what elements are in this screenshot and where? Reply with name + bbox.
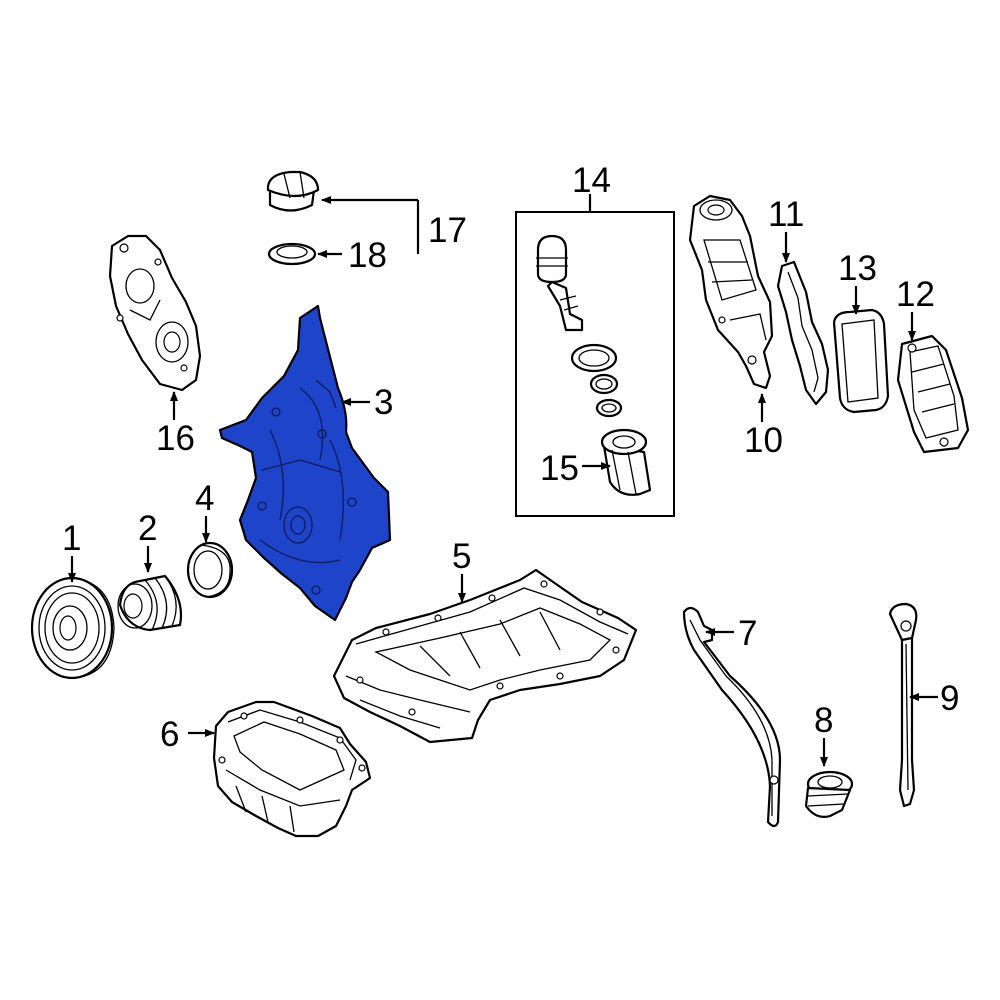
part-3-timing-cover[interactable] — [218, 304, 392, 622]
part-10-filter-housing[interactable] — [688, 194, 774, 390]
callout-17[interactable]: 17 — [428, 211, 467, 250]
part-14-group-box — [515, 211, 675, 517]
callout-18[interactable]: 18 — [348, 236, 387, 275]
callout-13[interactable]: 13 — [838, 249, 877, 288]
part-1-crankshaft-pulley[interactable] — [30, 576, 115, 680]
callout-15[interactable]: 15 — [540, 449, 579, 488]
callout-labels: 1 2 3 4 5 6 7 8 9 10 11 12 13 14 15 16 1… — [62, 161, 959, 754]
part-14-filter-cap[interactable] — [536, 234, 584, 332]
callout-14[interactable]: 14 — [572, 161, 611, 200]
callout-6[interactable]: 6 — [160, 715, 179, 754]
part-8-plug[interactable] — [804, 770, 854, 818]
part-14-o-rings[interactable] — [570, 343, 623, 418]
callout-11[interactable]: 11 — [768, 195, 804, 234]
part-12-oil-cooler[interactable] — [896, 334, 970, 454]
callout-12[interactable]: 12 — [896, 275, 935, 314]
part-6-lower-oil-pan[interactable] — [212, 700, 372, 838]
callout-10[interactable]: 10 — [744, 421, 783, 460]
callout-2[interactable]: 2 — [138, 509, 157, 548]
callout-7[interactable]: 7 — [738, 614, 757, 653]
callout-8[interactable]: 8 — [814, 701, 833, 740]
callout-16[interactable]: 16 — [156, 419, 195, 458]
leader-lines — [68, 194, 938, 767]
callout-3[interactable]: 3 — [374, 383, 393, 422]
part-16-cover-plate[interactable] — [108, 234, 202, 392]
part-11-housing-gasket[interactable] — [776, 260, 830, 406]
part-17-filler-cap[interactable] — [266, 170, 320, 212]
part-18-cap-seal[interactable] — [267, 242, 317, 266]
part-15-oil-filter[interactable] — [600, 428, 652, 496]
part-2-damper-hub[interactable] — [117, 574, 183, 632]
callout-1[interactable]: 1 — [62, 519, 81, 558]
part-4-front-seal[interactable] — [186, 541, 234, 599]
callout-5[interactable]: 5 — [452, 537, 471, 576]
part-9-dipstick[interactable] — [888, 602, 918, 808]
part-5-upper-oil-pan[interactable] — [332, 568, 638, 744]
part-13-cooler-gasket[interactable] — [832, 308, 890, 414]
callout-9[interactable]: 9 — [940, 679, 959, 718]
callout-4[interactable]: 4 — [195, 479, 214, 518]
part-7-dipstick-tube[interactable] — [682, 606, 782, 828]
